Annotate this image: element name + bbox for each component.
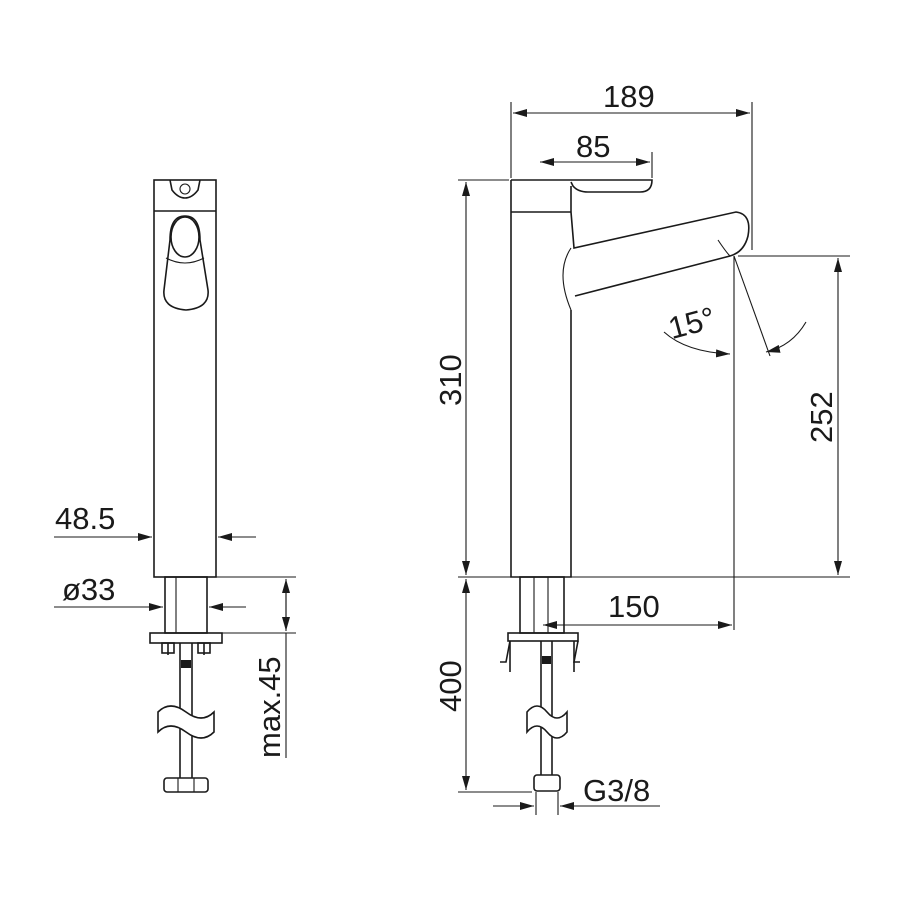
- dim-hose-length-label: 400: [433, 660, 468, 712]
- hose-nut-front: [163, 777, 209, 793]
- lever-side: [511, 179, 653, 193]
- dim-lever-length-label: 85: [576, 129, 610, 164]
- hose-break-symbol-side: [526, 705, 568, 739]
- dim-spout-height-label: 252: [804, 391, 839, 443]
- shank-front: [164, 576, 208, 634]
- faucet-body-front: [153, 179, 217, 578]
- dim-overall-width-label: 189: [603, 79, 655, 114]
- mounting-nut-side: [507, 632, 579, 642]
- dim-thread-label: G3/8: [583, 773, 650, 808]
- hose-break-symbol: [157, 705, 215, 739]
- spout: [570, 211, 750, 297]
- faucet-body-side: [510, 180, 572, 578]
- dim-deck-thickness-label: max.45: [252, 656, 287, 758]
- dim-total-height-label: 310: [433, 354, 468, 406]
- front-view: 48.5 ø33 max.45: [54, 179, 296, 793]
- mounting-nut-front: [149, 632, 223, 644]
- dim-angle-label: 15°: [665, 300, 719, 346]
- side-view: 189 85 310 252 15° 150 400 G3/8: [433, 79, 850, 815]
- hose-nut-side: [533, 774, 561, 792]
- dim-body-width-label: 48.5: [55, 501, 115, 536]
- handle-front: [163, 215, 209, 311]
- dim-spout-reach-label: 150: [608, 589, 660, 624]
- cap-notch: [169, 179, 201, 199]
- dim-shank-diameter-label: ø33: [62, 572, 115, 607]
